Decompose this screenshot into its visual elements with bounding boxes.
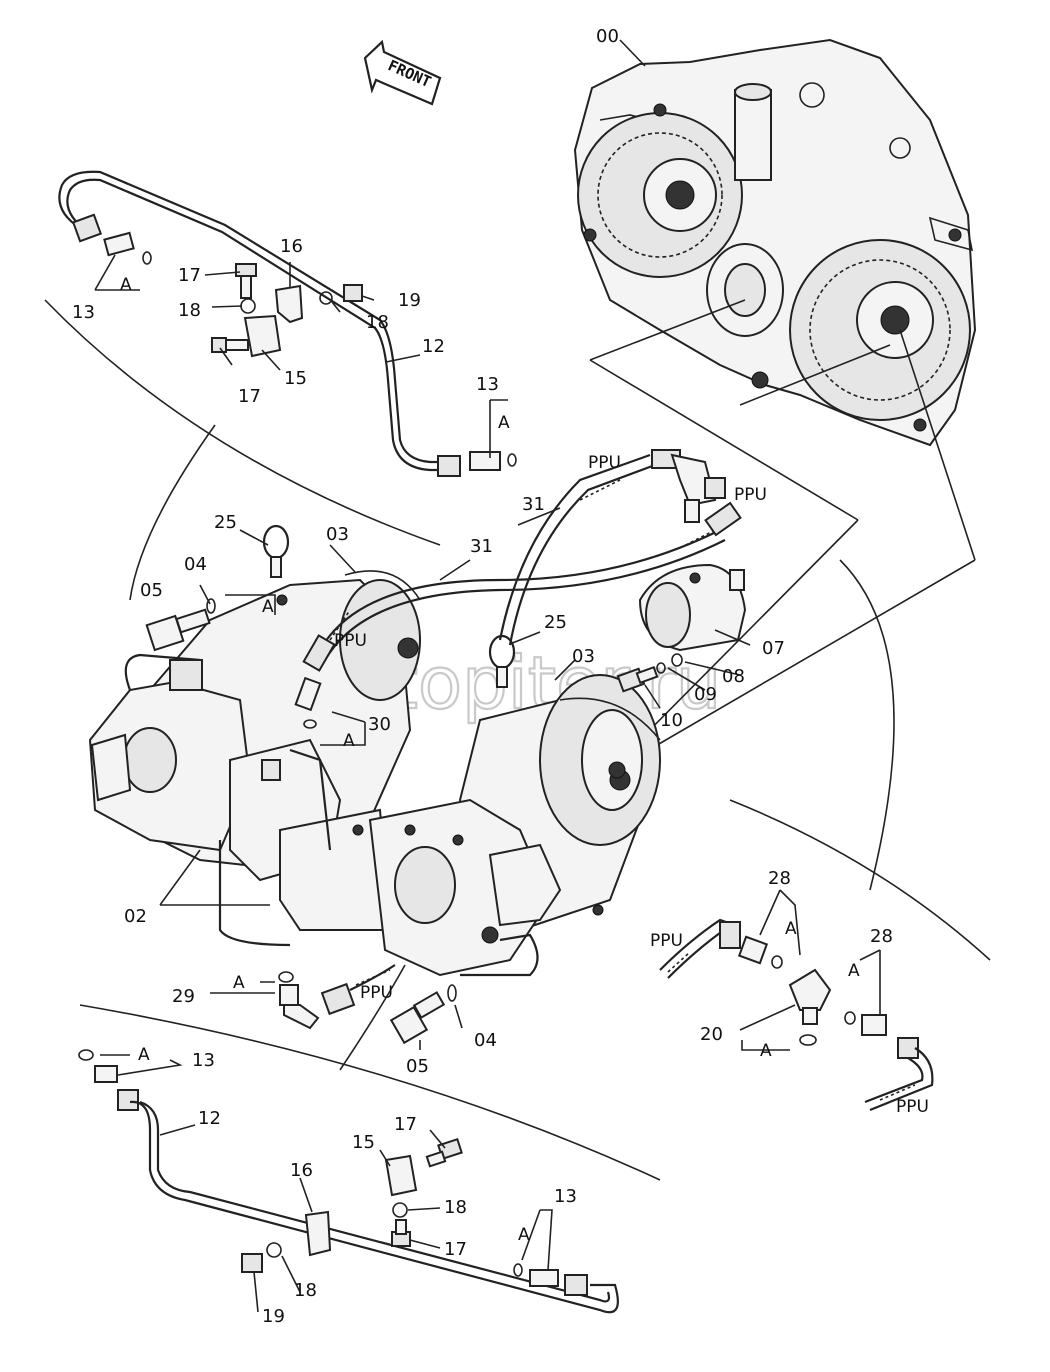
- label-00: 00: [596, 26, 619, 47]
- label-02: 02: [124, 906, 147, 927]
- label-13: 13: [192, 1050, 215, 1071]
- label-13: 13: [476, 374, 499, 395]
- label-18: 18: [178, 300, 201, 321]
- label-31: 31: [470, 536, 493, 557]
- label-ppu: PPU: [588, 453, 621, 473]
- label-16: 16: [290, 1160, 313, 1181]
- label-a: A: [498, 413, 510, 433]
- label-05: 05: [140, 580, 163, 601]
- label-15: 15: [284, 368, 307, 389]
- label-ppu: PPU: [734, 485, 767, 505]
- label-19: 19: [262, 1306, 285, 1327]
- label-a: A: [262, 597, 274, 617]
- label-ppu: PPU: [334, 631, 367, 651]
- clamp-top: [211, 263, 363, 358]
- tube-12-bottom: [78, 1049, 619, 1314]
- label-04: 04: [184, 554, 207, 575]
- label-a: A: [233, 973, 245, 993]
- label-25: 25: [544, 612, 567, 633]
- mount-bolts: [145, 598, 457, 1045]
- label-a: A: [138, 1045, 150, 1065]
- label-08: 08: [722, 666, 745, 687]
- label-ppu: PPU: [360, 983, 393, 1003]
- label-12: 12: [422, 336, 445, 357]
- label-a: A: [848, 961, 860, 981]
- label-05: 05: [406, 1056, 429, 1077]
- label-30: 30: [368, 714, 391, 735]
- right-fittings: [659, 918, 934, 1112]
- label-13: 13: [554, 1186, 577, 1207]
- label-17: 17: [238, 386, 261, 407]
- label-28: 28: [768, 868, 791, 889]
- label-a: A: [785, 919, 797, 939]
- label-28: 28: [870, 926, 893, 947]
- label-03: 03: [326, 524, 349, 545]
- label-17: 17: [178, 265, 201, 286]
- label-13: 13: [72, 302, 95, 323]
- label-31: 31: [522, 494, 545, 515]
- label-18: 18: [366, 312, 389, 333]
- gearbox-housing: [573, 38, 977, 447]
- label-18: 18: [294, 1280, 317, 1301]
- label-25: 25: [214, 512, 237, 533]
- front-arrow: FRONT: [363, 39, 442, 106]
- label-15: 15: [352, 1132, 375, 1153]
- label-10: 10: [660, 710, 683, 731]
- tube-12-top: [58, 170, 517, 477]
- fittings-30-29: [278, 634, 396, 1030]
- part-labels: 00 13 A 16 17 18 18 19 15 17 12 13 A PPU…: [72, 26, 929, 1327]
- leader-lines: [94, 254, 881, 1313]
- label-09: 09: [694, 684, 717, 705]
- pump-assembly: [88, 570, 661, 977]
- label-29: 29: [172, 986, 195, 1007]
- label-17: 17: [394, 1114, 417, 1135]
- label-a: A: [343, 731, 355, 751]
- clamp-bottom: [241, 1137, 463, 1273]
- label-19: 19: [398, 290, 421, 311]
- label-20: 20: [700, 1024, 723, 1045]
- outline-curves: [44, 299, 991, 1181]
- label-18: 18: [444, 1197, 467, 1218]
- label-03: 03: [572, 646, 595, 667]
- label-a: A: [518, 1225, 530, 1245]
- label-ppu: PPU: [896, 1097, 929, 1117]
- label-04: 04: [474, 1030, 497, 1051]
- label-12: 12: [198, 1108, 221, 1129]
- label-ppu: PPU: [650, 931, 683, 951]
- label-a: A: [760, 1041, 772, 1061]
- gearbox-leaders: [589, 39, 976, 761]
- hose-31: [319, 449, 742, 661]
- label-a: A: [120, 275, 132, 295]
- gear-pump-07: [616, 563, 747, 693]
- label-16: 16: [280, 236, 303, 257]
- label-07: 07: [762, 638, 785, 659]
- label-17: 17: [444, 1239, 467, 1260]
